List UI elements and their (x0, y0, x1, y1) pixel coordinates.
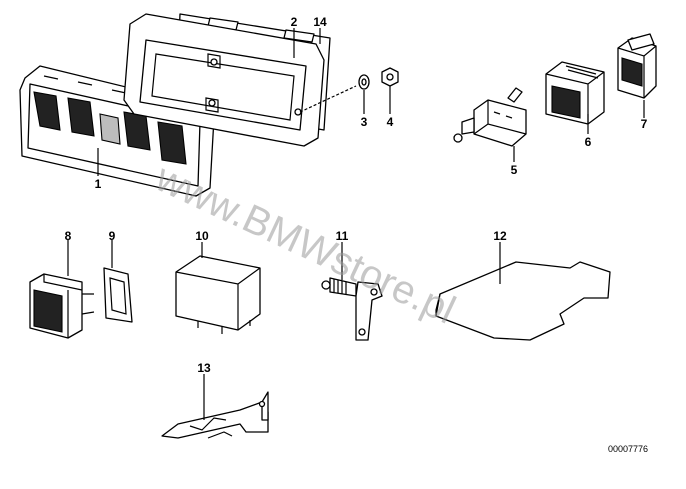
part-4-nut (381, 67, 399, 87)
part-11-door-contact-switch (321, 277, 383, 341)
part-label-12: 12 (493, 229, 507, 243)
part-label-13: 13 (197, 361, 211, 375)
part-9-gasket (103, 267, 133, 323)
part-label-14: 14 (313, 15, 327, 29)
part-label-2: 2 (291, 15, 298, 29)
diagram-reference-number: 00007776 (608, 444, 648, 454)
part-label-10: 10 (195, 229, 209, 243)
part-13-bracket (161, 391, 269, 439)
part-label-3: 3 (361, 115, 368, 129)
part-7-switch (617, 33, 657, 99)
part-3-washer (358, 74, 370, 90)
part-label-1: 1 (95, 177, 102, 191)
part-2-frame (123, 13, 325, 147)
part-8-rocker-switch (29, 273, 95, 339)
part-10-relay (175, 255, 261, 334)
part-6-switch-housing (545, 61, 605, 125)
part-label-7: 7 (641, 117, 648, 131)
part-label-8: 8 (65, 229, 72, 243)
part-label-11: 11 (336, 229, 349, 243)
part-label-5: 5 (511, 163, 518, 177)
part-12-plate (435, 261, 611, 341)
leader-lines (67, 28, 645, 420)
part-label-6: 6 (585, 135, 592, 149)
part-5-microswitch (453, 87, 527, 147)
part-label-9: 9 (109, 229, 116, 243)
part-label-4: 4 (387, 115, 394, 129)
